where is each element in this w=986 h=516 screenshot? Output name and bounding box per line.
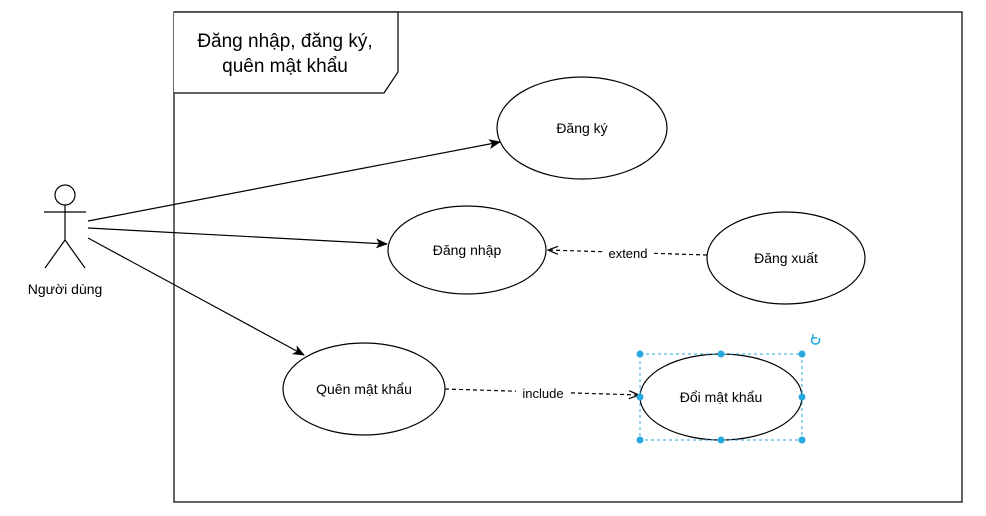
resize-handle-w[interactable] (636, 393, 644, 401)
actor-label: Người dùng (28, 281, 103, 297)
use-case-login-label: Đăng nhập (433, 242, 502, 258)
system-title-tab (174, 11, 399, 94)
association-forgot-password[interactable] (87, 237, 305, 356)
system-title-line1: Đăng nhập, đăng ký, (197, 31, 372, 52)
resize-handle-se[interactable] (798, 436, 806, 444)
actor-nguoi-dung[interactable]: Người dùng (28, 184, 103, 297)
use-case-register-label: Đăng ký (556, 120, 607, 136)
use-case-change-password-label: Đổi mật khẩu (680, 389, 762, 405)
use-case-forgot-password[interactable]: Quên mật khẩu (282, 342, 446, 436)
resize-handle-ne[interactable] (798, 350, 806, 358)
use-case-logout[interactable]: Đăng xuất (706, 211, 866, 305)
stick-figure-icon (44, 184, 86, 269)
include-label-bg (516, 385, 570, 401)
use-case-forgot-password-label: Quên mật khẩu (316, 381, 412, 397)
use-case-register[interactable]: Đăng ký (496, 76, 668, 180)
resize-handle-n[interactable] (717, 350, 725, 358)
use-case-logout-label: Đăng xuất (754, 250, 818, 266)
association-login[interactable] (87, 227, 388, 249)
selection-box[interactable] (636, 334, 821, 444)
resize-handle-sw[interactable] (636, 436, 644, 444)
use-case-login[interactable]: Đăng nhập (387, 205, 547, 295)
rotate-icon[interactable] (810, 334, 821, 345)
include-label: include (522, 386, 563, 401)
include-relation[interactable] (444, 388, 639, 395)
resize-handle-nw[interactable] (636, 350, 644, 358)
use-case-change-password[interactable]: Đổi mật khẩu (639, 353, 803, 441)
extend-label-bg (603, 245, 653, 261)
resize-handle-s[interactable] (717, 436, 725, 444)
extend-label: extend (608, 246, 647, 261)
system-title-line2: quên mật khẩu (222, 56, 348, 77)
resize-handle-e[interactable] (798, 393, 806, 401)
association-register[interactable] (87, 139, 501, 222)
